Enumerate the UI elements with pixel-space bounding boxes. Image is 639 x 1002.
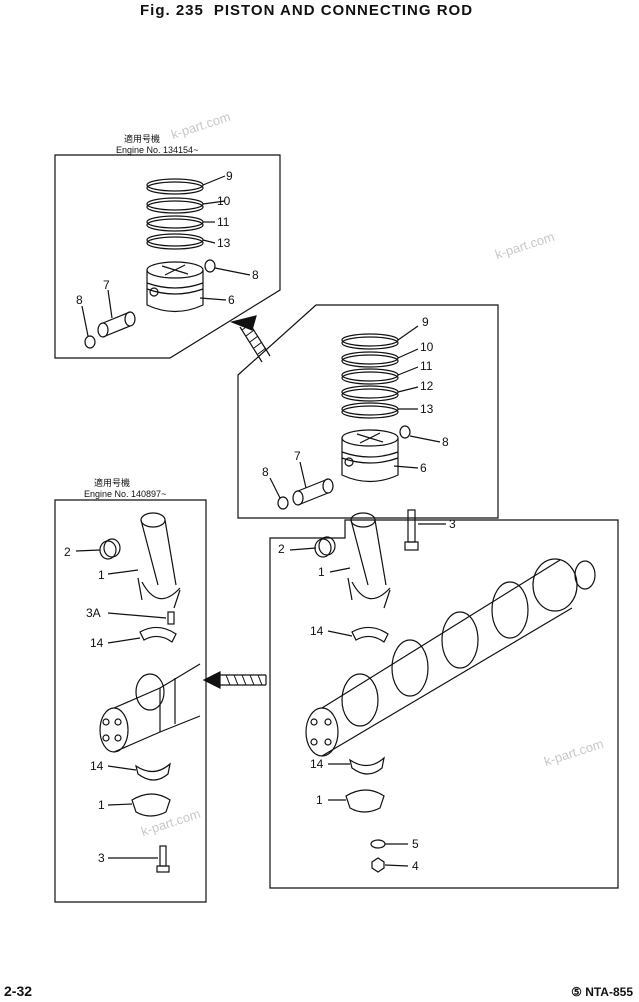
callout: 14	[310, 624, 324, 638]
conrod-old	[137, 512, 181, 609]
callout: 3	[449, 517, 456, 531]
rod-cap-old	[131, 793, 171, 817]
callout: 13	[217, 236, 231, 250]
piston-new	[341, 429, 399, 483]
bolt-old	[156, 845, 170, 873]
callout: 1	[316, 793, 323, 807]
bushing-new	[314, 536, 336, 558]
callout: 14	[90, 636, 104, 650]
nut-4	[371, 857, 385, 873]
bearing-lower-new	[349, 756, 385, 775]
arrow-rod-upgrade	[202, 671, 267, 689]
callout: 5	[412, 837, 419, 851]
caption-jp: 適用号機	[124, 134, 161, 144]
piston-pin-old	[97, 311, 136, 338]
leaders-piston-old	[81, 175, 251, 337]
callout: 11	[420, 359, 433, 373]
panel-piston-new	[237, 304, 499, 519]
callout: 8	[252, 268, 259, 282]
callout: 14	[90, 759, 104, 773]
leaders-piston-new	[269, 325, 441, 499]
snap-ring-new-left	[277, 496, 289, 510]
piston-rings-old	[146, 178, 204, 250]
callout: 3A	[86, 606, 101, 620]
callout: 1	[98, 568, 105, 582]
bearing-lower-old	[135, 762, 171, 781]
callout: 1	[318, 565, 325, 579]
callout: 8	[76, 293, 83, 307]
callout: 7	[103, 278, 110, 292]
bushing-old	[99, 538, 121, 560]
callout: 3	[98, 851, 105, 865]
dowel-3a	[167, 611, 175, 625]
callout: 12	[420, 379, 434, 393]
rod-cap-new	[345, 789, 385, 813]
caption-engine-no: Engine No. 134154~	[116, 145, 199, 155]
panel-rod-old	[54, 499, 207, 903]
caption-jp: 適用号機	[94, 478, 131, 488]
callout: 4	[412, 859, 419, 873]
snap-ring-new-right	[399, 425, 411, 439]
snap-ring-old-right	[204, 259, 216, 273]
piston-rings-new	[341, 333, 399, 419]
callout: 1	[98, 798, 105, 812]
callout: 13	[420, 402, 434, 416]
callout: 10	[420, 340, 434, 354]
callout: 6	[420, 461, 427, 475]
callout: 2	[64, 545, 71, 559]
document-code: ⑤ NTA-855	[571, 985, 633, 999]
figure-number: Fig. 235	[140, 2, 204, 19]
callout: 14	[310, 757, 324, 771]
callout: 7	[294, 449, 301, 463]
caption-rod-old: 適用号機 Engine No. 140897~	[84, 478, 166, 500]
bearing-upper-old	[139, 626, 177, 643]
labels-rod-old: 2 1 3A 14 14 1 3	[64, 545, 105, 865]
callout: 9	[422, 315, 429, 329]
callout: 8	[262, 465, 269, 479]
callout: 8	[442, 435, 449, 449]
caption-piston-old: 適用号機 Engine No. 134154~	[116, 134, 198, 156]
bearing-upper-new	[351, 626, 389, 643]
piston-pin-new	[292, 478, 334, 506]
panel-rod-new	[269, 519, 619, 889]
callout: 2	[278, 542, 285, 556]
leaders-rod-old	[75, 549, 167, 859]
callout: 9	[226, 169, 233, 183]
arrow-piston-upgrade	[230, 315, 271, 363]
leaders-rod-new	[289, 523, 446, 867]
washer-5	[370, 839, 386, 849]
crankshaft-new	[305, 558, 596, 757]
crankshaft-old	[99, 663, 201, 753]
callout: 6	[228, 293, 235, 307]
bolt-new	[404, 509, 419, 551]
labels-piston-new: 9 10 11 12 13 8 7 8 6	[262, 315, 449, 479]
labels-piston-old: 9 10 11 13 8 7 8 6	[76, 169, 259, 307]
panel-piston-old	[54, 154, 281, 359]
conrod-new	[347, 512, 391, 609]
figure-name: PISTON AND CONNECTING ROD	[213, 2, 474, 19]
caption-engine-no: Engine No. 140897~	[84, 489, 167, 499]
page-number: 2-32	[4, 983, 33, 999]
labels-rod-new: 3 2 1 14 14 1 5 4	[278, 517, 456, 873]
callout: 10	[217, 194, 231, 208]
callout: 11	[217, 215, 230, 229]
piston-old	[146, 261, 204, 313]
snap-ring-old-left	[84, 335, 96, 349]
figure-title: Fig. 235 PISTON AND CONNECTING ROD	[140, 2, 483, 19]
